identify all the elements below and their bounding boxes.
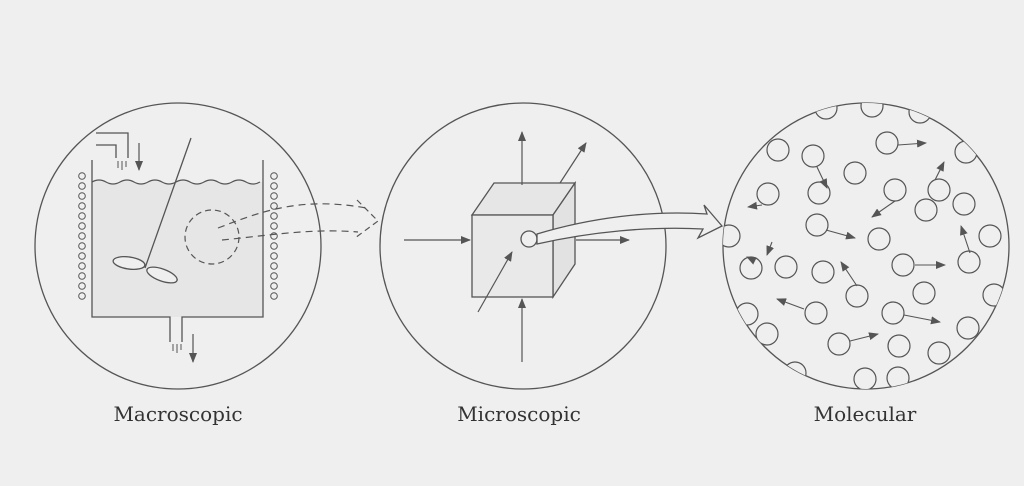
microscopic-view <box>379 102 667 390</box>
macro-to-micro-arrow <box>217 203 367 241</box>
micro-to-molecular-arrow <box>536 204 724 245</box>
inlet-pipe <box>96 132 129 158</box>
cube-front-face <box>471 214 554 298</box>
inlet-drips <box>117 161 127 170</box>
heating-coils-left <box>78 172 86 300</box>
point-element <box>520 230 538 248</box>
heating-coils-right <box>270 172 278 300</box>
stirrer-impeller <box>112 256 178 284</box>
flux-arrows <box>404 131 630 362</box>
macroscopic-view <box>34 102 322 390</box>
arrow-up-right <box>559 142 587 184</box>
arrow-diag-in <box>477 251 513 313</box>
molecule-velocity-arrows <box>746 139 971 342</box>
molecules <box>723 103 1006 389</box>
sample-region <box>184 209 240 265</box>
macro-to-micro-arrowhead <box>354 199 379 239</box>
tank-liquid <box>92 180 263 317</box>
tank-walls <box>91 160 264 342</box>
stirrer-shaft <box>144 137 192 269</box>
label-macroscopic: Macroscopic <box>113 402 243 426</box>
molecular-view <box>722 102 1010 390</box>
label-molecular: Molecular <box>813 402 917 426</box>
label-microscopic: Microscopic <box>457 402 581 426</box>
outlet-drips <box>172 344 182 353</box>
